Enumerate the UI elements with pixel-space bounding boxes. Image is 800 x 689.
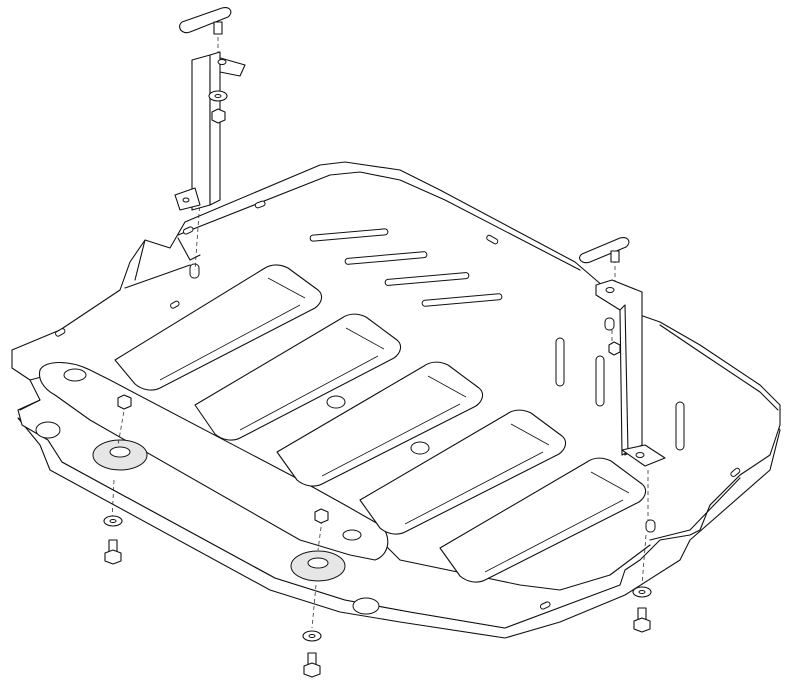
nut — [211, 108, 226, 124]
vent-slots — [309, 228, 503, 307]
edge-slot — [539, 601, 551, 610]
bracket-slot — [189, 263, 200, 279]
left-flange-crease — [124, 237, 201, 289]
nut — [314, 508, 329, 524]
edge-slot — [254, 200, 266, 209]
bracket-slot — [645, 519, 656, 533]
recess-1 — [114, 264, 323, 391]
mount-dimple-slot — [307, 557, 329, 569]
vent-slot — [344, 251, 428, 265]
recess-4 — [359, 409, 567, 535]
bolt — [104, 539, 122, 565]
round-holes — [35, 368, 430, 615]
recess-5 — [439, 457, 647, 583]
round-hole — [342, 529, 362, 541]
mount-dimple-slot — [109, 446, 131, 458]
side-slots — [555, 337, 685, 451]
fastener-front-center — [302, 508, 329, 678]
mount-dimples — [92, 439, 346, 582]
bolt — [633, 607, 651, 633]
washer — [208, 90, 228, 102]
edge-slot — [55, 328, 66, 337]
bracket-slot — [604, 317, 615, 331]
round-hole — [35, 421, 61, 439]
vent-slot — [421, 293, 503, 307]
recess-2 — [194, 313, 402, 441]
bracket — [174, 51, 246, 211]
left-bracket-assembly — [174, 7, 246, 271]
front-rib — [38, 361, 389, 561]
round-hole — [326, 395, 346, 409]
bolt — [303, 652, 321, 678]
recess-3 — [276, 361, 484, 487]
side-slot — [555, 337, 565, 387]
side-slot — [675, 401, 685, 451]
right-flange-crease — [649, 324, 779, 541]
stamped-recesses — [114, 264, 647, 583]
t-pin — [179, 7, 232, 35]
side-slot — [595, 355, 605, 407]
edge-slot — [182, 226, 194, 235]
fastener-front-left — [103, 394, 132, 565]
fastener-rear-right — [632, 470, 652, 633]
round-hole — [410, 441, 430, 455]
nut — [117, 394, 132, 410]
round-hole — [352, 597, 380, 615]
edge-slots — [55, 200, 741, 610]
nut — [608, 341, 621, 356]
edge-slot — [730, 467, 741, 477]
vent-slot — [309, 228, 389, 242]
round-hole — [63, 368, 87, 382]
bracket — [595, 279, 666, 467]
right-bracket-assembly — [579, 237, 666, 467]
edge-slot — [170, 300, 180, 309]
vent-slot — [384, 272, 470, 286]
edge-slot — [486, 234, 499, 245]
t-pin — [579, 237, 630, 264]
